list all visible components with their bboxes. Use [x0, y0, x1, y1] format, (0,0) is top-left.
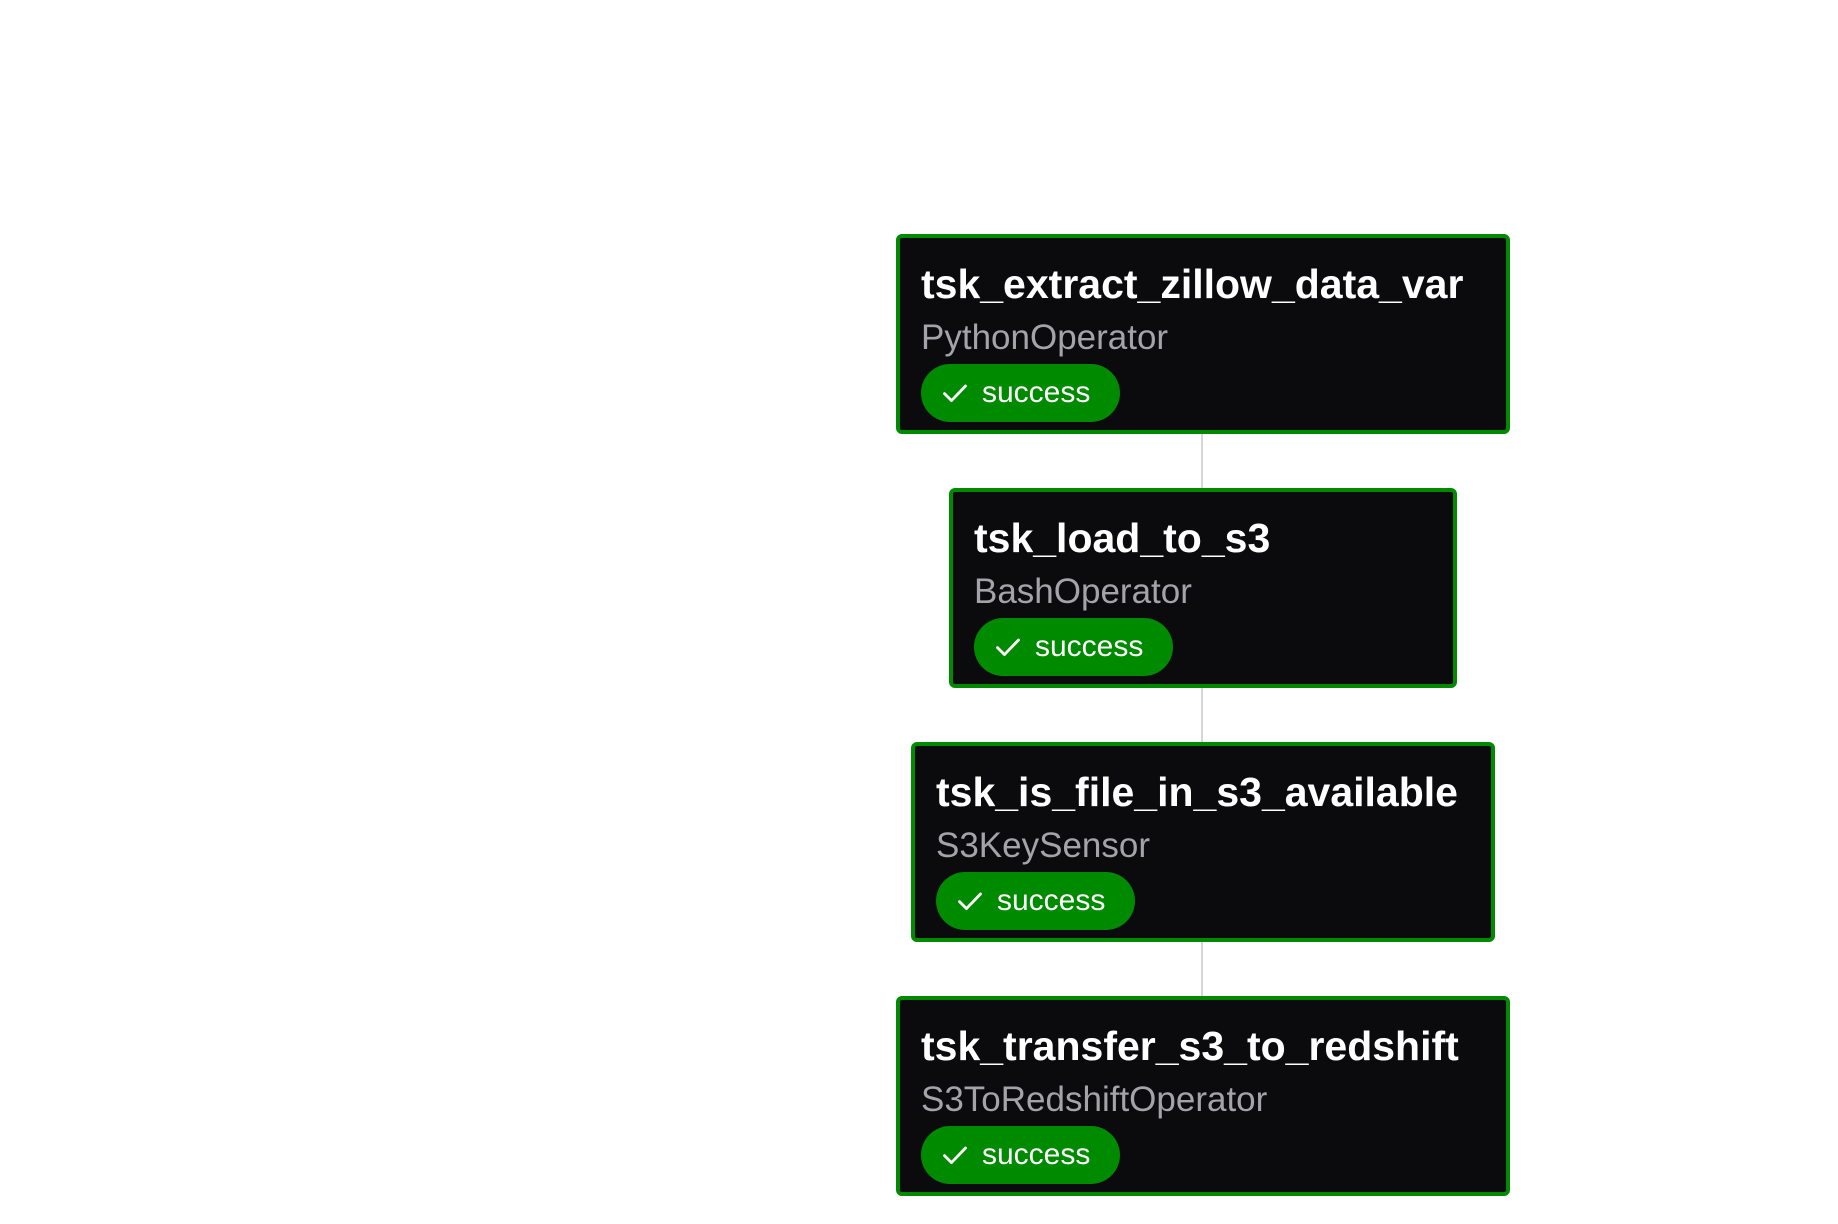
status-badge: success: [936, 872, 1135, 930]
edge-sensor-to-transfer: [1201, 942, 1203, 996]
status-badge: success: [921, 364, 1120, 422]
task-name: tsk_extract_zillow_data_var: [921, 261, 1464, 307]
status-label: success: [1035, 630, 1144, 663]
status-label: success: [997, 884, 1106, 917]
status-badge: success: [974, 618, 1173, 676]
status-label: success: [982, 376, 1091, 409]
status-badge: success: [921, 1126, 1120, 1184]
check-icon: [941, 379, 969, 407]
task-operator: S3KeySensor: [936, 826, 1151, 865]
task-name: tsk_transfer_s3_to_redshift: [921, 1023, 1459, 1069]
edge-extract-to-load: [1201, 434, 1203, 488]
task-operator: PythonOperator: [921, 318, 1169, 357]
task-name: tsk_load_to_s3: [974, 515, 1271, 561]
task-name: tsk_is_file_in_s3_available: [936, 769, 1458, 815]
task-node-transfer-s3-to-redshift[interactable]: tsk_transfer_s3_to_redshift S3ToRedshift…: [896, 996, 1510, 1196]
edge-load-to-sensor: [1201, 688, 1203, 742]
check-icon: [994, 633, 1022, 661]
task-operator: S3ToRedshiftOperator: [921, 1080, 1268, 1119]
task-node-is-file-in-s3-available[interactable]: tsk_is_file_in_s3_available S3KeySensor …: [911, 742, 1495, 942]
check-icon: [941, 1141, 969, 1169]
task-operator: BashOperator: [974, 572, 1192, 611]
task-node-load-to-s3[interactable]: tsk_load_to_s3 BashOperator success: [949, 488, 1457, 688]
task-node-extract-zillow-data[interactable]: tsk_extract_zillow_data_var PythonOperat…: [896, 234, 1510, 434]
status-label: success: [982, 1138, 1091, 1171]
check-icon: [956, 887, 984, 915]
